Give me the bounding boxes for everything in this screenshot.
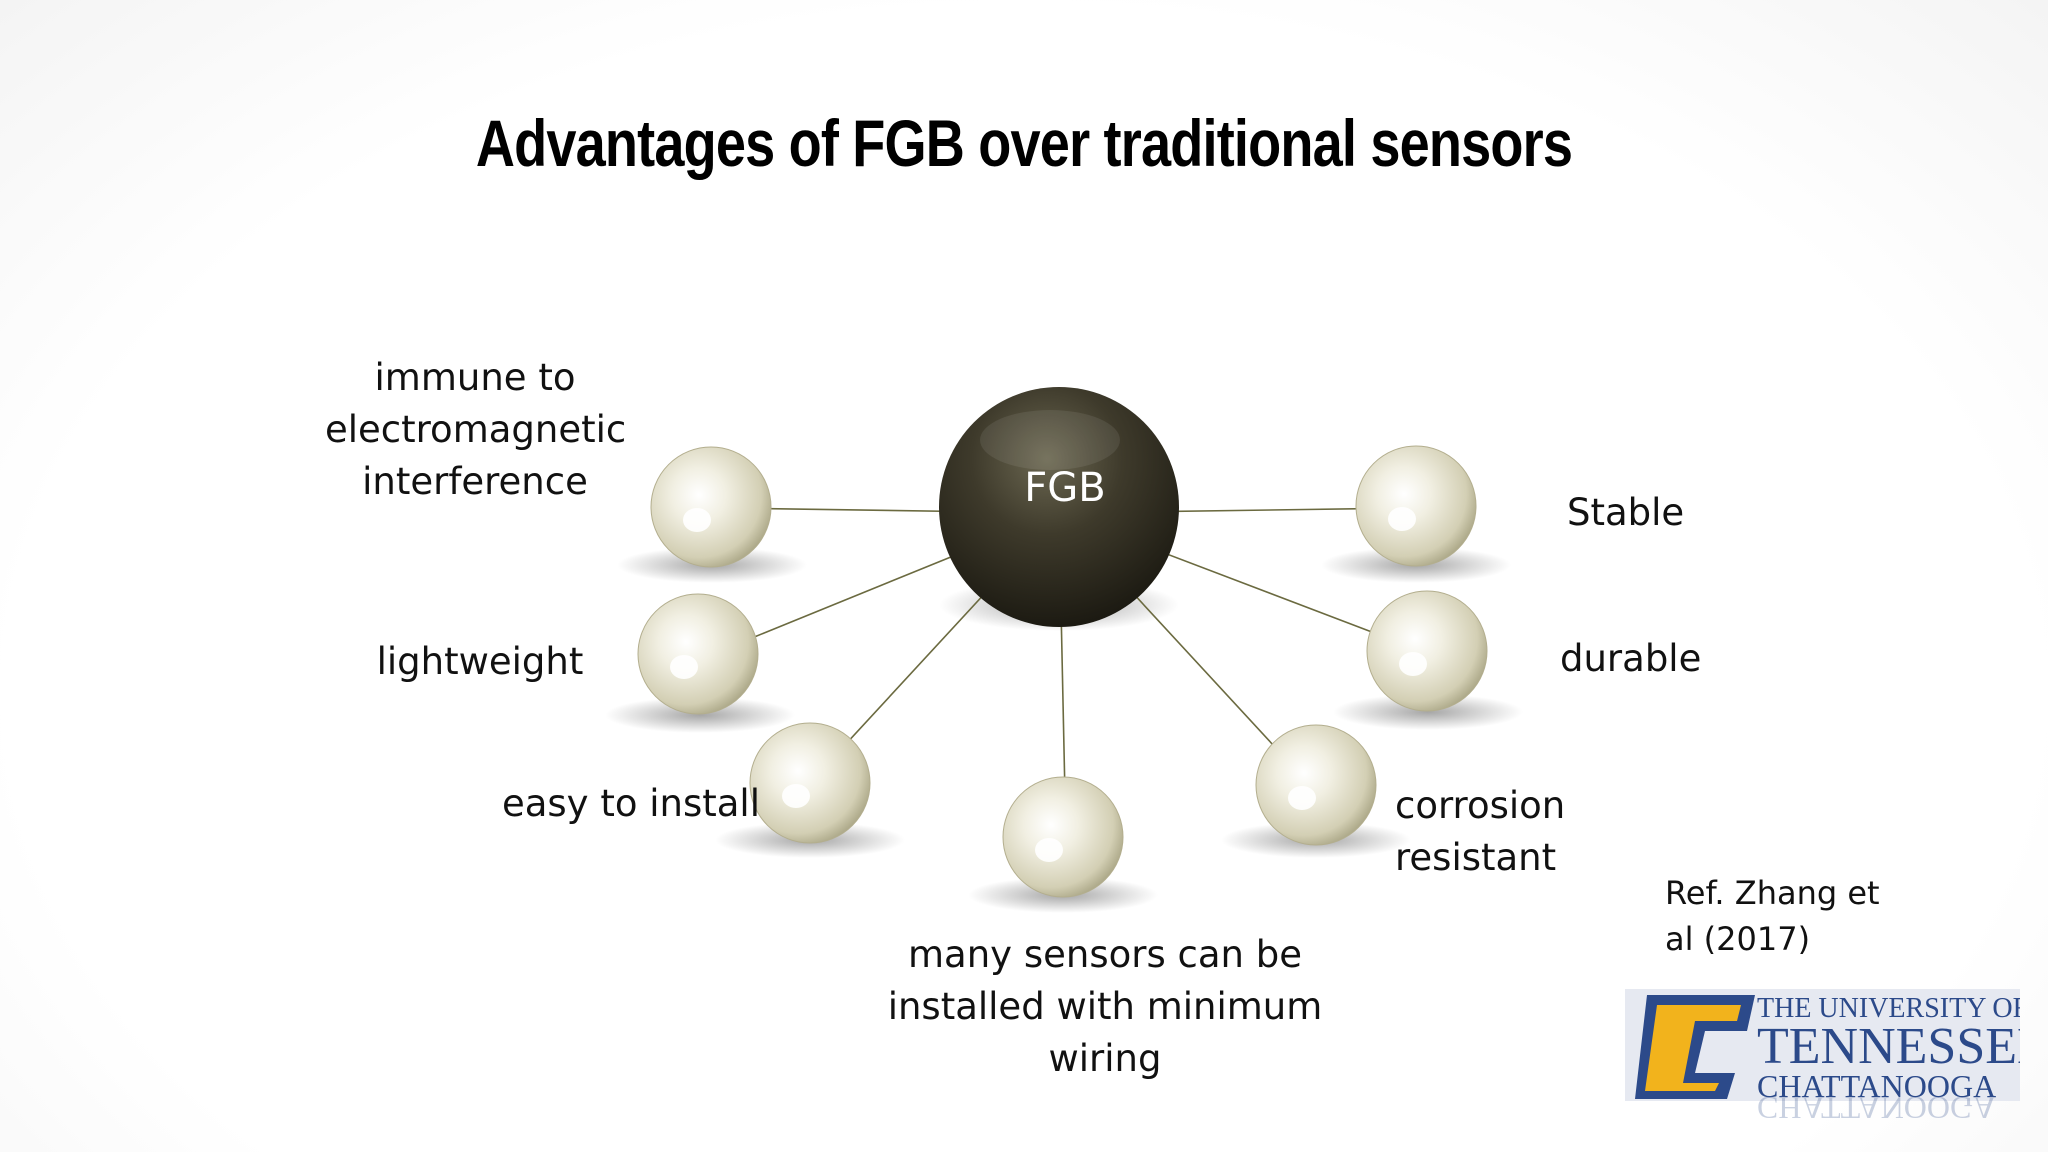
label-easy-install: easy to install: [501, 782, 760, 825]
logo-line2: TENNESSEE: [1757, 1018, 2020, 1075]
satellite-ball-corrosion: [1255, 724, 1377, 846]
satellite-ball-lightweight: [637, 593, 759, 715]
label-stable: Stable: [1567, 491, 1685, 534]
logo-line3: CHATTANOOGA: [1757, 1068, 1996, 1104]
satellite-ball-wiring: [1002, 776, 1124, 898]
satellite-ball-interference: [650, 446, 772, 568]
satellite-ball-durable: [1366, 590, 1488, 712]
label-lightweight: lightweight: [376, 640, 584, 683]
logo-reflection: CHATTANOOGA: [1757, 1090, 1996, 1125]
slide-title: Advantages of FGB over traditional senso…: [475, 106, 1573, 180]
center-label: FGB: [1024, 465, 1106, 511]
center-ball: [939, 387, 1179, 627]
label-durable: durable: [1560, 637, 1702, 680]
reference-note: Ref. Zhang et al (2017): [1665, 874, 1880, 958]
university-logo: THE UNIVERSITY OF TENNESSEE CHATTANOOGA …: [1625, 989, 2020, 1125]
label-wiring: many sensors can be installed with minim…: [887, 933, 1323, 1080]
satellite-ball-install: [749, 722, 871, 844]
logo-line1: THE UNIVERSITY OF: [1757, 993, 2020, 1024]
label-interference: immune to electromagnetic interference: [325, 356, 627, 503]
satellite-ball-stable: [1355, 445, 1477, 567]
logo-c-mark: [1635, 995, 1755, 1099]
label-corrosion: corrosion resistant: [1395, 784, 1566, 879]
